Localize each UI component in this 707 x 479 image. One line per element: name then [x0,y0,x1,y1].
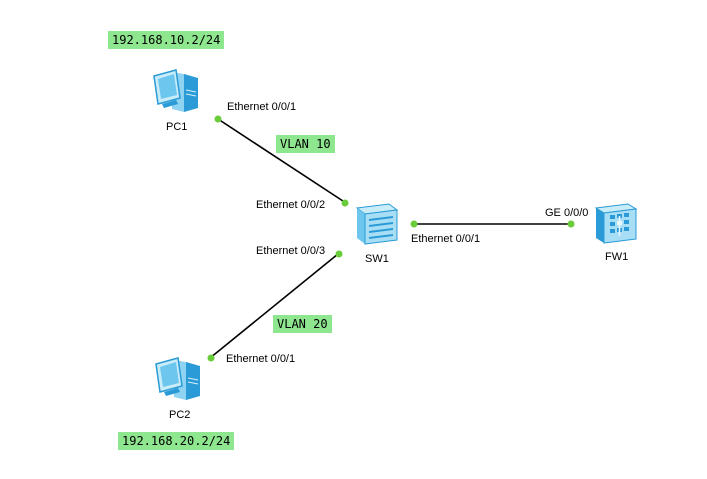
pc-icon [153,69,198,112]
sw1-port1-label: Ethernet 0/0/1 [411,233,481,245]
firewall-icon [594,203,638,244]
vlan20-tag: VLAN 20 [273,315,332,333]
sw1-device[interactable] [351,200,401,248]
fw1-name: FW1 [605,251,629,263]
pc2-port-label: Ethernet 0/0/1 [226,353,296,365]
pc1-ip-tag: 192.168.10.2/24 [108,31,225,49]
pc2-device[interactable] [152,354,208,404]
pc1-device[interactable] [150,66,206,116]
pc1-port-label: Ethernet 0/0/1 [227,101,297,113]
link-pc2-sw1 [209,253,339,359]
switch-icon [355,203,399,245]
port-dot-pc1-eth [214,115,222,123]
sw1-port3-label: Ethernet 0/0/3 [256,245,326,257]
port-dot-fw1-ge [567,220,575,228]
pc2-name: PC2 [169,409,191,421]
port-dot-sw1-eth2 [341,199,349,207]
pc2-ip-tag: 192.168.20.2/24 [118,432,235,450]
pc1-name: PC1 [166,121,188,133]
fw1-port-label: GE 0/0/0 [545,207,589,219]
port-dot-sw1-eth3 [335,250,343,258]
sw1-name: SW1 [365,253,389,265]
pc-icon [155,357,200,400]
vlan10-tag: VLAN 10 [276,135,335,153]
link-pc1-sw1 [217,118,347,204]
port-dot-sw1-eth1 [410,220,418,228]
sw1-port2-label: Ethernet 0/0/2 [256,199,326,211]
fw1-device[interactable] [592,200,638,246]
port-dot-pc2-eth [207,354,215,362]
